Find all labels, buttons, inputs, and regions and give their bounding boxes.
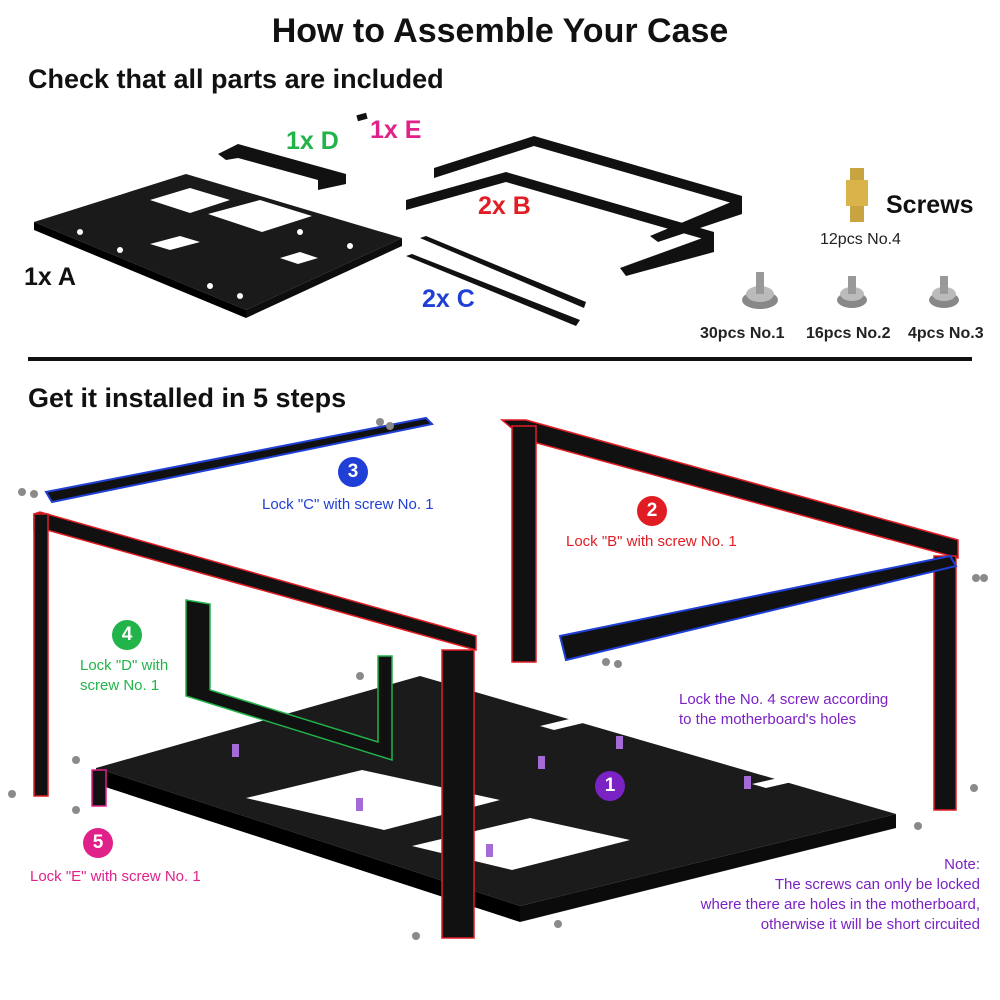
step-2-badge: 2: [637, 496, 667, 526]
rail-c-right: [558, 554, 958, 662]
part-e-plate: [356, 112, 368, 122]
note-line-3: otherwise it will be short circuited: [760, 916, 980, 933]
part-d-bracket: [218, 144, 346, 190]
part-a-label: 1x A: [24, 263, 76, 291]
part-d-label: 1x D: [286, 127, 339, 155]
step-4-text: Lock "D" with: [80, 657, 169, 674]
part-b-label: 2x B: [478, 192, 531, 220]
step-1-badge: 1: [595, 771, 625, 801]
step-3-text: Lock "C" with screw No. 1: [262, 496, 434, 513]
rail-c-top: [44, 416, 435, 504]
part-b-rails: [406, 136, 742, 276]
left-frame-b: [33, 511, 477, 939]
bracket-d: [185, 599, 393, 762]
part-c-rails: [406, 236, 586, 326]
loose-screws: [8, 418, 988, 940]
standoff-screws: [232, 736, 751, 857]
parts-heading: Check that all parts are included: [28, 64, 444, 94]
steps-heading: Get it installed in 5 steps: [28, 383, 347, 413]
note-heading: Note:: [944, 856, 980, 873]
step-1-text: Lock the No. 4 screw according: [679, 691, 889, 708]
screw-no4-caption: 12pcs No.4: [820, 231, 901, 248]
screw-no1-caption: 30pcs No.1: [700, 325, 785, 342]
note-block: Note: The screws can only be locked wher…: [701, 855, 980, 935]
part-a-plate: [34, 174, 402, 318]
part-c-label: 2x C: [422, 285, 475, 313]
screws-heading: Screws: [886, 191, 974, 219]
step-1-text-line2: to the motherboard's holes: [679, 711, 857, 728]
step-3-badge: 3: [338, 457, 368, 487]
note-line-1: The screws can only be locked: [774, 876, 980, 893]
section-divider: [28, 357, 972, 361]
right-frame-b: [499, 419, 959, 811]
page-title: How to Assemble Your Case: [271, 12, 729, 50]
screw-no3-caption: 4pcs No.3: [908, 325, 984, 342]
plate-e: [91, 769, 107, 807]
step-2-text: Lock "B" with screw No. 1: [566, 533, 737, 550]
screw-no2-icon: [837, 276, 867, 308]
part-e-label: 1x E: [370, 116, 422, 144]
screw-no1-icon: [742, 272, 778, 309]
note-line-2: where there are holes in the motherboard…: [700, 896, 980, 913]
assembled-base-plate: [96, 676, 896, 922]
step-5-badge: 5: [83, 828, 113, 858]
step-4-text-line2: screw No. 1: [80, 677, 160, 694]
screw-no2-caption: 16pcs No.2: [806, 325, 891, 342]
screw-no4-icon: [846, 168, 868, 222]
parts-illustration: [34, 112, 959, 326]
step-5-text: Lock "E" with screw No. 1: [30, 868, 201, 885]
screw-no3-icon: [929, 276, 959, 308]
step-4-badge: 4: [112, 620, 142, 650]
